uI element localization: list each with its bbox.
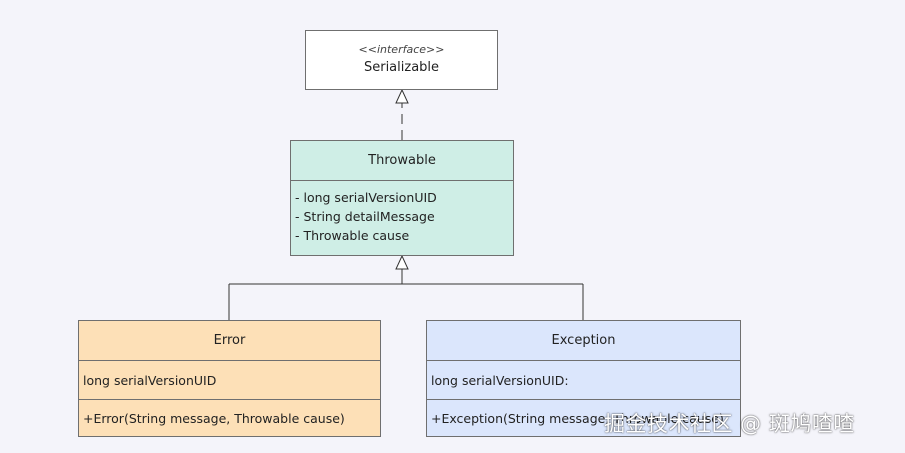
error-attribute: long serialVersionUID — [79, 360, 380, 399]
throwable-attributes: - long serialVersionUID - String detailM… — [291, 180, 513, 256]
exception-attribute: long serialVersionUID: — [427, 360, 740, 399]
generalization-arrowhead — [395, 254, 409, 270]
error-class-name: Error — [213, 333, 246, 348]
exception-class-name: Exception — [551, 333, 616, 348]
throwable-class-box[interactable]: Throwable - long serialVersionUID - Stri… — [290, 140, 514, 256]
interface-name: Serializable — [363, 60, 440, 75]
watermark-text: 掘金技术社区 @ 斑鸠喳喳 — [604, 412, 855, 436]
throwable-attribute: - long serialVersionUID — [295, 190, 437, 205]
error-operation: +Error(String message, Throwable cause) — [79, 399, 380, 436]
throwable-attribute: - Throwable cause — [295, 228, 410, 243]
throwable-attribute: - String detailMessage — [295, 209, 435, 224]
realization-arrowhead — [395, 88, 409, 104]
exception-class-box[interactable]: Exception long serialVersionUID: +Except… — [426, 320, 741, 437]
throwable-class-name: Throwable — [368, 153, 436, 168]
error-class-box[interactable]: Error long serialVersionUID +Error(Strin… — [78, 320, 381, 437]
interface-stereotype: <<interface>> — [358, 43, 445, 56]
exception-operation: +Exception(String message, Throwable cau… — [427, 399, 740, 436]
serializable-interface-box[interactable]: <<interface>> Serializable — [305, 30, 498, 90]
